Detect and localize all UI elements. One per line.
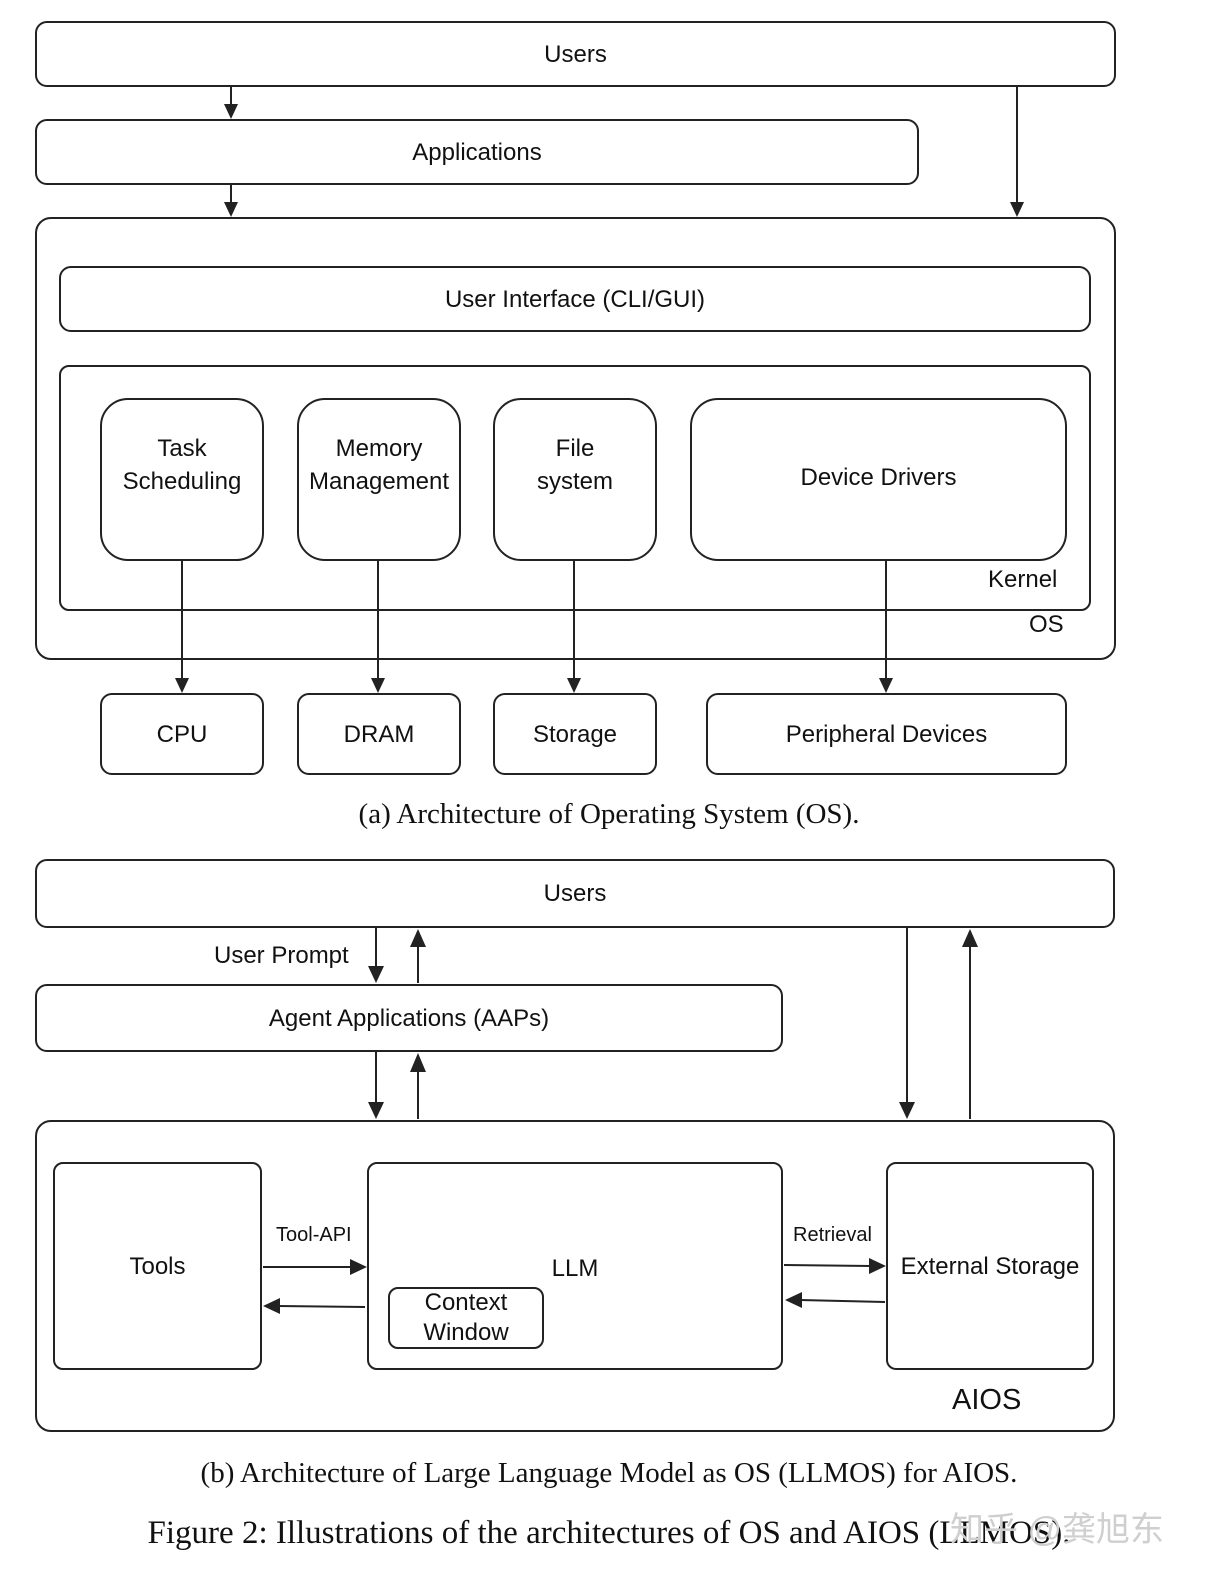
- os-container: [35, 217, 1116, 660]
- arrow-tools-to-llm: [263, 1259, 367, 1275]
- arrow-external-storage-to-llm: [785, 1292, 886, 1308]
- aios-users-label: Users: [543, 880, 607, 907]
- task-scheduling-line1: Task: [157, 434, 207, 462]
- device-drivers-box: Device Drivers: [690, 398, 1067, 561]
- arrow-users-to-os: [1010, 87, 1024, 217]
- peripheral-devices-label: Peripheral Devices: [785, 720, 988, 748]
- os-applications-label: Applications: [412, 138, 542, 166]
- context-window-box: Context Window: [388, 1287, 544, 1349]
- arrow-users-to-applications: [224, 87, 238, 119]
- arrow-aios-to-users: [962, 929, 978, 1119]
- user-interface-label: User Interface (CLI/GUI): [444, 285, 706, 313]
- llm-label: LLM: [551, 1255, 599, 1282]
- figure-caption: Figure 2: Illustrations of the architect…: [147, 1515, 1071, 1551]
- arrow-user-prompt-down: [368, 928, 384, 983]
- agent-applications-box: Agent Applications (AAPs): [35, 984, 783, 1052]
- user-prompt-label: User Prompt: [214, 942, 349, 969]
- device-drivers-label: Device Drivers: [800, 464, 957, 491]
- arrow-task-scheduling-to-cpu: [175, 561, 189, 693]
- arrow-aios-to-aaps: [410, 1053, 426, 1119]
- peripheral-devices-box: Peripheral Devices: [706, 693, 1067, 775]
- agent-applications-label: Agent Applications (AAPs): [268, 1004, 550, 1032]
- arrow-memory-to-dram: [371, 561, 385, 693]
- os-users-label: Users: [544, 40, 607, 68]
- tool-api-label: Tool-API: [276, 1224, 352, 1246]
- dram-box: DRAM: [297, 693, 461, 775]
- arrow-llm-to-tools: [263, 1298, 366, 1314]
- storage-label: Storage: [532, 720, 618, 748]
- os-caption: (a) Architecture of Operating System (OS…: [358, 798, 860, 830]
- storage-box: Storage: [493, 693, 657, 775]
- memory-management-line1: Memory: [335, 434, 423, 462]
- arrow-llm-to-external-storage: [783, 1258, 886, 1274]
- llm-box: LLM: [367, 1162, 783, 1370]
- arrow-filesystem-to-storage: [567, 561, 581, 693]
- os-users-box: Users: [35, 21, 1116, 87]
- aios-users-box: Users: [35, 859, 1115, 928]
- aios-caption: (b) Architecture of Large Language Model…: [200, 1457, 1018, 1489]
- arrow-drivers-to-peripherals: [879, 561, 893, 693]
- dram-label: DRAM: [343, 720, 415, 748]
- file-system-line2: system: [536, 467, 613, 495]
- aios-container: [35, 1120, 1115, 1432]
- context-window-line2: Window: [423, 1319, 509, 1346]
- memory-management-box: Memory Management: [297, 398, 461, 561]
- file-system-box: File system: [493, 398, 657, 561]
- os-label: OS: [1029, 611, 1064, 638]
- aios-label: AIOS: [952, 1384, 1022, 1416]
- external-storage-box: External Storage: [886, 1162, 1094, 1370]
- watermark: 知乎 @龚旭东: [950, 1511, 1164, 1549]
- arrow-aaps-to-users: [410, 929, 426, 983]
- tools-label: Tools: [129, 1252, 186, 1280]
- tools-box: Tools: [53, 1162, 262, 1370]
- task-scheduling-box: Task Scheduling: [100, 398, 264, 561]
- os-applications-box: Applications: [35, 119, 919, 185]
- cpu-label: CPU: [156, 720, 208, 748]
- arrow-aaps-to-aios: [368, 1052, 384, 1119]
- file-system-line1: File: [555, 434, 595, 462]
- arrow-users-to-aios: [899, 928, 915, 1119]
- cpu-box: CPU: [100, 693, 264, 775]
- retrieval-label: Retrieval: [793, 1224, 872, 1246]
- memory-management-line2: Management: [308, 467, 450, 495]
- kernel-label: Kernel: [988, 566, 1058, 593]
- arrow-applications-to-os: [224, 185, 238, 217]
- external-storage-label: External Storage: [900, 1252, 1080, 1280]
- task-scheduling-line2: Scheduling: [122, 467, 242, 495]
- context-window-line1: Context: [424, 1289, 508, 1316]
- user-interface-box: User Interface (CLI/GUI): [59, 266, 1091, 332]
